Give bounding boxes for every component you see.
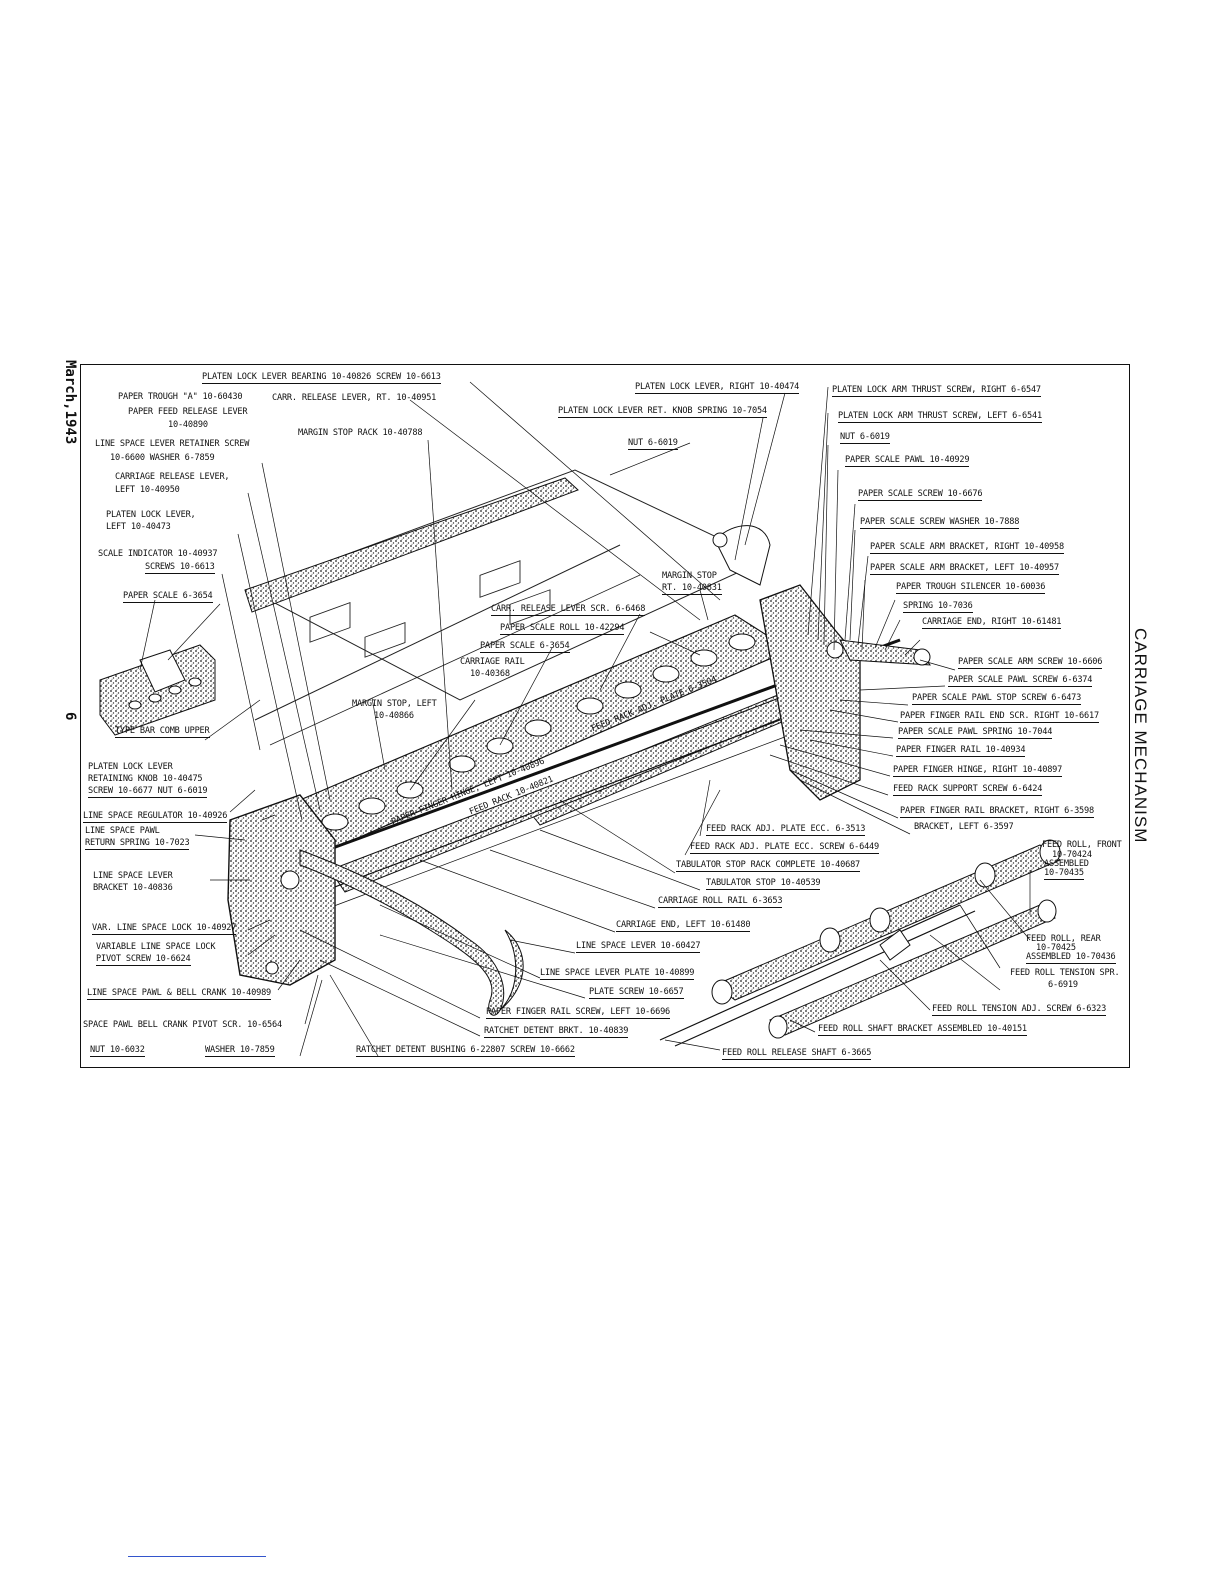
label-scale-indicator-1: SCALE INDICATOR 10-40937 xyxy=(98,549,218,559)
label-carriage-release-lever-left-2: LEFT 10-40950 xyxy=(115,485,180,495)
label-paper-scale-pawl-stop-screw: PAPER SCALE PAWL STOP SCREW 6-6473 xyxy=(912,693,1082,705)
label-platen-lock-arm-thrust-right: PLATEN LOCK ARM THRUST SCREW, RIGHT 6-65… xyxy=(832,385,1041,397)
carriage-rail-holes xyxy=(321,633,756,831)
feed-roll-assembly xyxy=(659,839,1061,1047)
label-margin-stop-rt-2: RT. 10-40831 xyxy=(662,583,722,595)
label-carr-release-lever-scr: CARR. RELEASE LEVER SCR. 6-6468 xyxy=(491,604,646,616)
label-line-space-lever-plate: LINE SPACE LEVER PLATE 10-40899 xyxy=(540,968,695,980)
label-paper-finger-hinge-right: PAPER FINGER HINGE, RIGHT 10-40897 xyxy=(893,765,1063,777)
label-tabulator-stop: TABULATOR STOP 10-40539 xyxy=(706,878,821,890)
label-feed-roll-front-1: FEED ROLL, FRONT xyxy=(1042,840,1122,850)
label-paper-scale-arm-bracket-right: PAPER SCALE ARM BRACKET, RIGHT 10-40958 xyxy=(870,542,1064,554)
label-nut-6-6019-right: NUT 6-6019 xyxy=(840,432,890,444)
label-paper-scale-pawl: PAPER SCALE PAWL 10-40929 xyxy=(845,455,970,467)
label-line-space-pawl-bell-crank: LINE SPACE PAWL & BELL CRANK 10-40989 xyxy=(87,988,272,1000)
label-line-space-lever-bracket-2: BRACKET 10-40836 xyxy=(93,883,173,893)
label-line-space-regulator: LINE SPACE REGULATOR 10-40926 xyxy=(83,811,228,823)
label-feed-rack-adj-plate-ecc-screw: FEED RACK ADJ. PLATE ECC. SCREW 6-6449 xyxy=(690,842,880,854)
label-line-space-lever-bracket-1: LINE SPACE LEVER xyxy=(93,871,173,881)
label-bracket-left: BRACKET, LEFT 6-3597 xyxy=(914,822,1014,832)
label-margin-stop-left-1: MARGIN STOP, LEFT xyxy=(352,699,437,709)
label-margin-stop-rack: MARGIN STOP RACK 10-40788 xyxy=(298,428,423,438)
label-carriage-end-left: CARRIAGE END, LEFT 10-61480 xyxy=(616,920,751,932)
label-feed-roll-tension-spr-1: FEED ROLL TENSION SPR. xyxy=(1010,968,1120,978)
label-carriage-roll-rail: CARRIAGE ROLL RAIL 6-3653 xyxy=(658,896,783,908)
label-var-line-space-lock: VAR. LINE SPACE LOCK 10-40927 xyxy=(92,923,237,935)
label-variable-line-space-lock-pivot-1: VARIABLE LINE SPACE LOCK xyxy=(96,942,216,952)
label-paper-finger-rail-bracket-right: PAPER FINGER RAIL BRACKET, RIGHT 6-3598 xyxy=(900,806,1094,818)
label-feed-roll-front-4: 10-70435 xyxy=(1044,868,1084,880)
label-feed-rack-adj-plate-ecc: FEED RACK ADJ. PLATE ECC. 6-3513 xyxy=(706,824,866,836)
label-platen-lock-lever-knob-3: SCREW 10-6677 NUT 6-6019 xyxy=(88,786,208,798)
type-bar-comb-upper xyxy=(99,644,216,736)
label-platen-lock-lever-left-2: LEFT 10-40473 xyxy=(106,522,171,532)
diagram-frame xyxy=(80,364,1130,1068)
label-feed-roll-release-shaft: FEED ROLL RELEASE SHAFT 6-3665 xyxy=(722,1048,872,1060)
label-platen-lock-lever-bearing: PLATEN LOCK LEVER BEARING 10-40826 SCREW… xyxy=(202,372,441,384)
label-platen-lock-arm-thrust-left: PLATEN LOCK ARM THRUST SCREW, LEFT 6-654… xyxy=(838,411,1042,423)
label-line-space-lever-retainer-1: LINE SPACE LEVER RETAINER SCREW xyxy=(95,439,250,449)
label-feed-roll-shaft-bracket: FEED ROLL SHAFT BRACKET ASSEMBLED 10-401… xyxy=(818,1024,1027,1036)
label-paper-finger-rail-end-scr: PAPER FINGER RAIL END SCR. RIGHT 10-6617 xyxy=(900,711,1099,723)
margin-stop-rack xyxy=(244,477,579,613)
label-paper-feed-release-lever-1: PAPER FEED RELEASE LEVER xyxy=(128,407,248,417)
label-paper-finger-rail: PAPER FINGER RAIL 10-40934 xyxy=(896,745,1026,757)
label-scale-indicator-2: SCREWS 10-6613 xyxy=(145,562,215,574)
label-paper-feed-release-lever-2: 10-40890 xyxy=(168,420,208,430)
label-type-bar-comb-upper: TYPE BAR COMB UPPER xyxy=(115,726,210,738)
label-paper-finger-rail-screw-left: PAPER FINGER RAIL SCREW, LEFT 10-6696 xyxy=(486,1007,671,1019)
label-line-space-lever-retainer-2: 10-6600 WASHER 6-7859 xyxy=(110,453,215,463)
label-carriage-release-lever-left-1: CARRIAGE RELEASE LEVER, xyxy=(115,472,230,482)
label-nut-10-6032: NUT 10-6032 xyxy=(90,1045,145,1057)
label-paper-trough-silencer: PAPER TROUGH SILENCER 10-60036 xyxy=(896,582,1046,594)
label-margin-stop-left-2: 10-40866 xyxy=(374,711,414,721)
label-paper-scale-screw: PAPER SCALE SCREW 10-6676 xyxy=(858,489,983,501)
label-carriage-end-right: CARRIAGE END, RIGHT 10-61481 xyxy=(922,617,1062,629)
footer-link-line xyxy=(128,1556,266,1557)
label-paper-scale-pawl-spring: PAPER SCALE PAWL SPRING 10-7044 xyxy=(898,727,1053,739)
label-tabulator-stop-rack: TABULATOR STOP RACK COMPLETE 10-40687 xyxy=(676,860,861,872)
label-feed-roll-front-3: ASSEMBLED xyxy=(1044,859,1089,869)
carriage-end-left xyxy=(227,794,336,986)
label-platen-lock-lever-ret-knob-spring: PLATEN LOCK LEVER RET. KNOB SPRING 10-70… xyxy=(558,406,767,418)
label-ratchet-detent-brkt: RATCHET DETENT BRKT. 10-40839 xyxy=(484,1026,629,1038)
label-nut-6-6019-top: NUT 6-6019 xyxy=(628,438,678,450)
label-platen-lock-lever-right: PLATEN LOCK LEVER, RIGHT 10-40474 xyxy=(635,382,800,394)
label-feed-roll-tension-spr-2: 6-6919 xyxy=(1048,980,1078,990)
label-paper-scale-arm-bracket-left: PAPER SCALE ARM BRACKET, LEFT 10-40957 xyxy=(870,563,1060,575)
label-platen-lock-lever-left-1: PLATEN LOCK LEVER, xyxy=(106,510,196,520)
label-paper-scale-mid: PAPER SCALE 6-3654 xyxy=(480,641,570,653)
label-line-space-pawl-return-2: RETURN SPRING 10-7023 xyxy=(85,838,190,850)
line-space-lever xyxy=(299,849,505,1016)
label-feed-rack-support-screw: FEED RACK SUPPORT SCREW 6-6424 xyxy=(893,784,1043,796)
carriage-end-right xyxy=(759,584,861,801)
label-plate-screw: PLATE SCREW 10-6657 xyxy=(589,987,684,999)
label-platen-lock-lever-knob-2: RETAINING KNOB 10-40475 xyxy=(88,774,203,784)
label-carriage-rail-1: CARRIAGE RAIL xyxy=(460,657,525,667)
label-washer-10-7859: WASHER 10-7859 xyxy=(205,1045,275,1057)
label-feed-roll-rear-2: 10-70425 xyxy=(1036,943,1076,953)
label-paper-scale-roll: PAPER SCALE ROLL 10-42294 xyxy=(500,623,625,635)
label-spring-10-7036: SPRING 10-7036 xyxy=(903,601,973,613)
label-paper-scale-pawl-screw: PAPER SCALE PAWL SCREW 6-6374 xyxy=(948,675,1093,687)
label-feed-roll-front-2: 10-70424 xyxy=(1052,850,1092,860)
label-feed-roll-rear-3: ASSEMBLED 10-70436 xyxy=(1026,952,1116,964)
label-paper-scale-arm-screw: PAPER SCALE ARM SCREW 10-6606 xyxy=(958,657,1103,669)
label-carriage-rail-2: 10-40368 xyxy=(470,669,510,679)
label-variable-line-space-lock-pivot-2: PIVOT SCREW 10-6624 xyxy=(96,954,191,966)
label-feed-roll-tension-adj-screw: FEED ROLL TENSION ADJ. SCREW 6-6323 xyxy=(932,1004,1107,1016)
label-feed-roll-rear-1: FEED ROLL, REAR xyxy=(1026,934,1101,944)
label-platen-lock-lever-knob-1: PLATEN LOCK LEVER xyxy=(88,762,173,772)
label-line-space-pawl-return-1: LINE SPACE PAWL xyxy=(85,826,160,836)
label-ratchet-detent-bushing: RATCHET DETENT BUSHING 6-22807 SCREW 10-… xyxy=(356,1045,575,1057)
label-line-space-lever: LINE SPACE LEVER 10-60427 xyxy=(576,941,701,953)
label-space-pawl-bell-crank-pivot: SPACE PAWL BELL CRANK PIVOT SCR. 10-6564 xyxy=(83,1020,282,1030)
label-paper-scale-screw-washer: PAPER SCALE SCREW WASHER 10-7888 xyxy=(860,517,1020,529)
label-paper-scale-left: PAPER SCALE 6-3654 xyxy=(123,591,213,603)
label-paper-trough-a: PAPER TROUGH "A" 10-60430 xyxy=(118,392,243,402)
label-margin-stop-rt-1: MARGIN STOP xyxy=(662,571,717,581)
label-carr-release-lever-rt: CARR. RELEASE LEVER, RT. 10-40951 xyxy=(272,393,437,403)
leader-lines xyxy=(139,381,1031,1057)
